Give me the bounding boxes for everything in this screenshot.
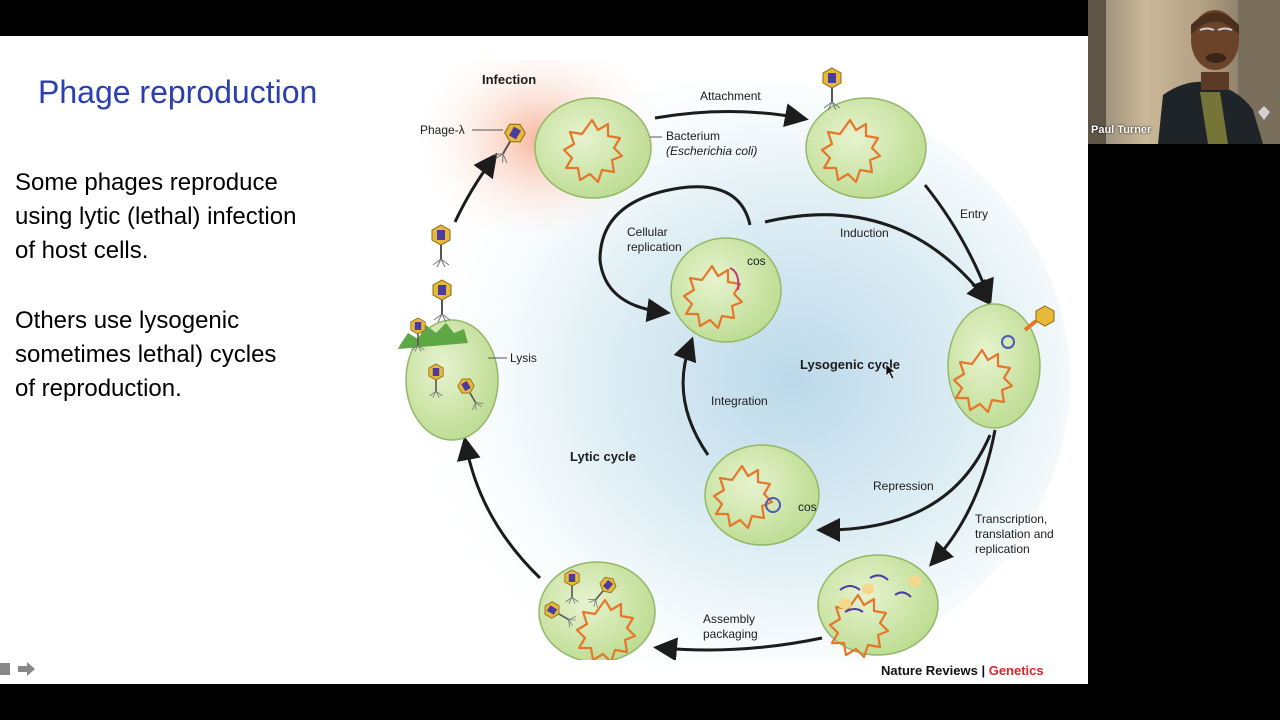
- credit-journal: Nature Reviews: [881, 663, 978, 678]
- credit-section: Genetics: [988, 663, 1044, 678]
- participant-video-feed: [1088, 0, 1280, 144]
- label-phage-lambda: Phage-λ: [420, 123, 465, 137]
- arrow-infection: [453, 152, 498, 223]
- label-assembly: Assembly: [703, 612, 755, 626]
- cell-repression: [704, 444, 820, 546]
- label-packaging: packaging: [703, 627, 758, 641]
- label-infection: Infection: [482, 72, 536, 87]
- paragraph-lytic: Some phages reproduce using lytic (letha…: [15, 166, 375, 268]
- cell-entry: [947, 303, 1055, 429]
- label-lysis: Lysis: [510, 351, 537, 365]
- arrow-attachment: [654, 103, 809, 128]
- arrow-lysis: [456, 436, 542, 580]
- participant-name: Paul Turner: [1091, 124, 1152, 136]
- paragraph-line: Some phages reproduce: [15, 169, 278, 196]
- label-entry: Entry: [960, 207, 988, 221]
- cell-lysis: [398, 317, 499, 441]
- label-integration: Integration: [711, 394, 768, 408]
- figure-credit: Nature Reviews | Genetics: [881, 663, 1044, 678]
- slide-nav: [0, 661, 36, 677]
- paragraph-lysogenic: Others use lysogenic sometimes lethal) c…: [15, 304, 375, 406]
- label-induction: Induction: [840, 226, 889, 240]
- label-translation: translation and: [975, 527, 1054, 541]
- cell-attachment: [805, 67, 927, 199]
- cell-assembly: [538, 561, 656, 660]
- mouse-cursor-icon: [885, 363, 896, 380]
- next-slide-arrow-icon[interactable]: [16, 661, 36, 677]
- label-replication-step: replication: [975, 542, 1030, 556]
- label-replication: replication: [627, 240, 682, 254]
- phage-cycle-diagram: Infection Phage-λ Attachment Bacterium (…: [398, 60, 1070, 660]
- arrow-cellular-replication: [598, 185, 752, 323]
- paragraph-line: using lytic (lethal) infection: [15, 203, 297, 230]
- slide-title: Phage reproduction: [38, 74, 318, 110]
- participant-video-tile[interactable]: Paul Turner: [1088, 0, 1280, 144]
- cell-cellular-replication: [670, 237, 782, 343]
- paragraph-line: of reproduction.: [15, 375, 182, 402]
- label-transcription: Transcription,: [975, 512, 1047, 526]
- slide: Phage reproduction Some phages reproduce…: [0, 36, 1088, 684]
- label-cos-top: cos: [747, 254, 766, 268]
- arrow-induction: [764, 213, 991, 306]
- paragraph-line: sometimes lethal) cycles: [15, 341, 277, 368]
- label-lysogenic-cycle: Lysogenic cycle: [800, 357, 900, 372]
- paragraph-line: Others use lysogenic: [15, 307, 240, 334]
- credit-separator: |: [977, 663, 989, 678]
- label-repression: Repression: [873, 479, 934, 493]
- paragraph-line: of host cells.: [15, 237, 149, 264]
- arrow-transcription: [928, 429, 997, 567]
- slide-menu-icon[interactable]: [0, 661, 12, 677]
- label-attachment: Attachment: [700, 89, 761, 103]
- arrow-integration: [673, 336, 710, 456]
- cell-infection: [534, 97, 652, 199]
- arrow-assembly: [653, 636, 823, 660]
- label-cellular: Cellular: [627, 225, 668, 239]
- arrow-repression: [816, 434, 992, 542]
- label-ecoli: (Escherichia coli): [666, 144, 757, 158]
- label-bacterium: Bacterium: [666, 129, 720, 143]
- label-lytic-cycle: Lytic cycle: [570, 449, 636, 464]
- label-cos-bottom: cos: [798, 500, 817, 514]
- cell-replication: [817, 554, 939, 659]
